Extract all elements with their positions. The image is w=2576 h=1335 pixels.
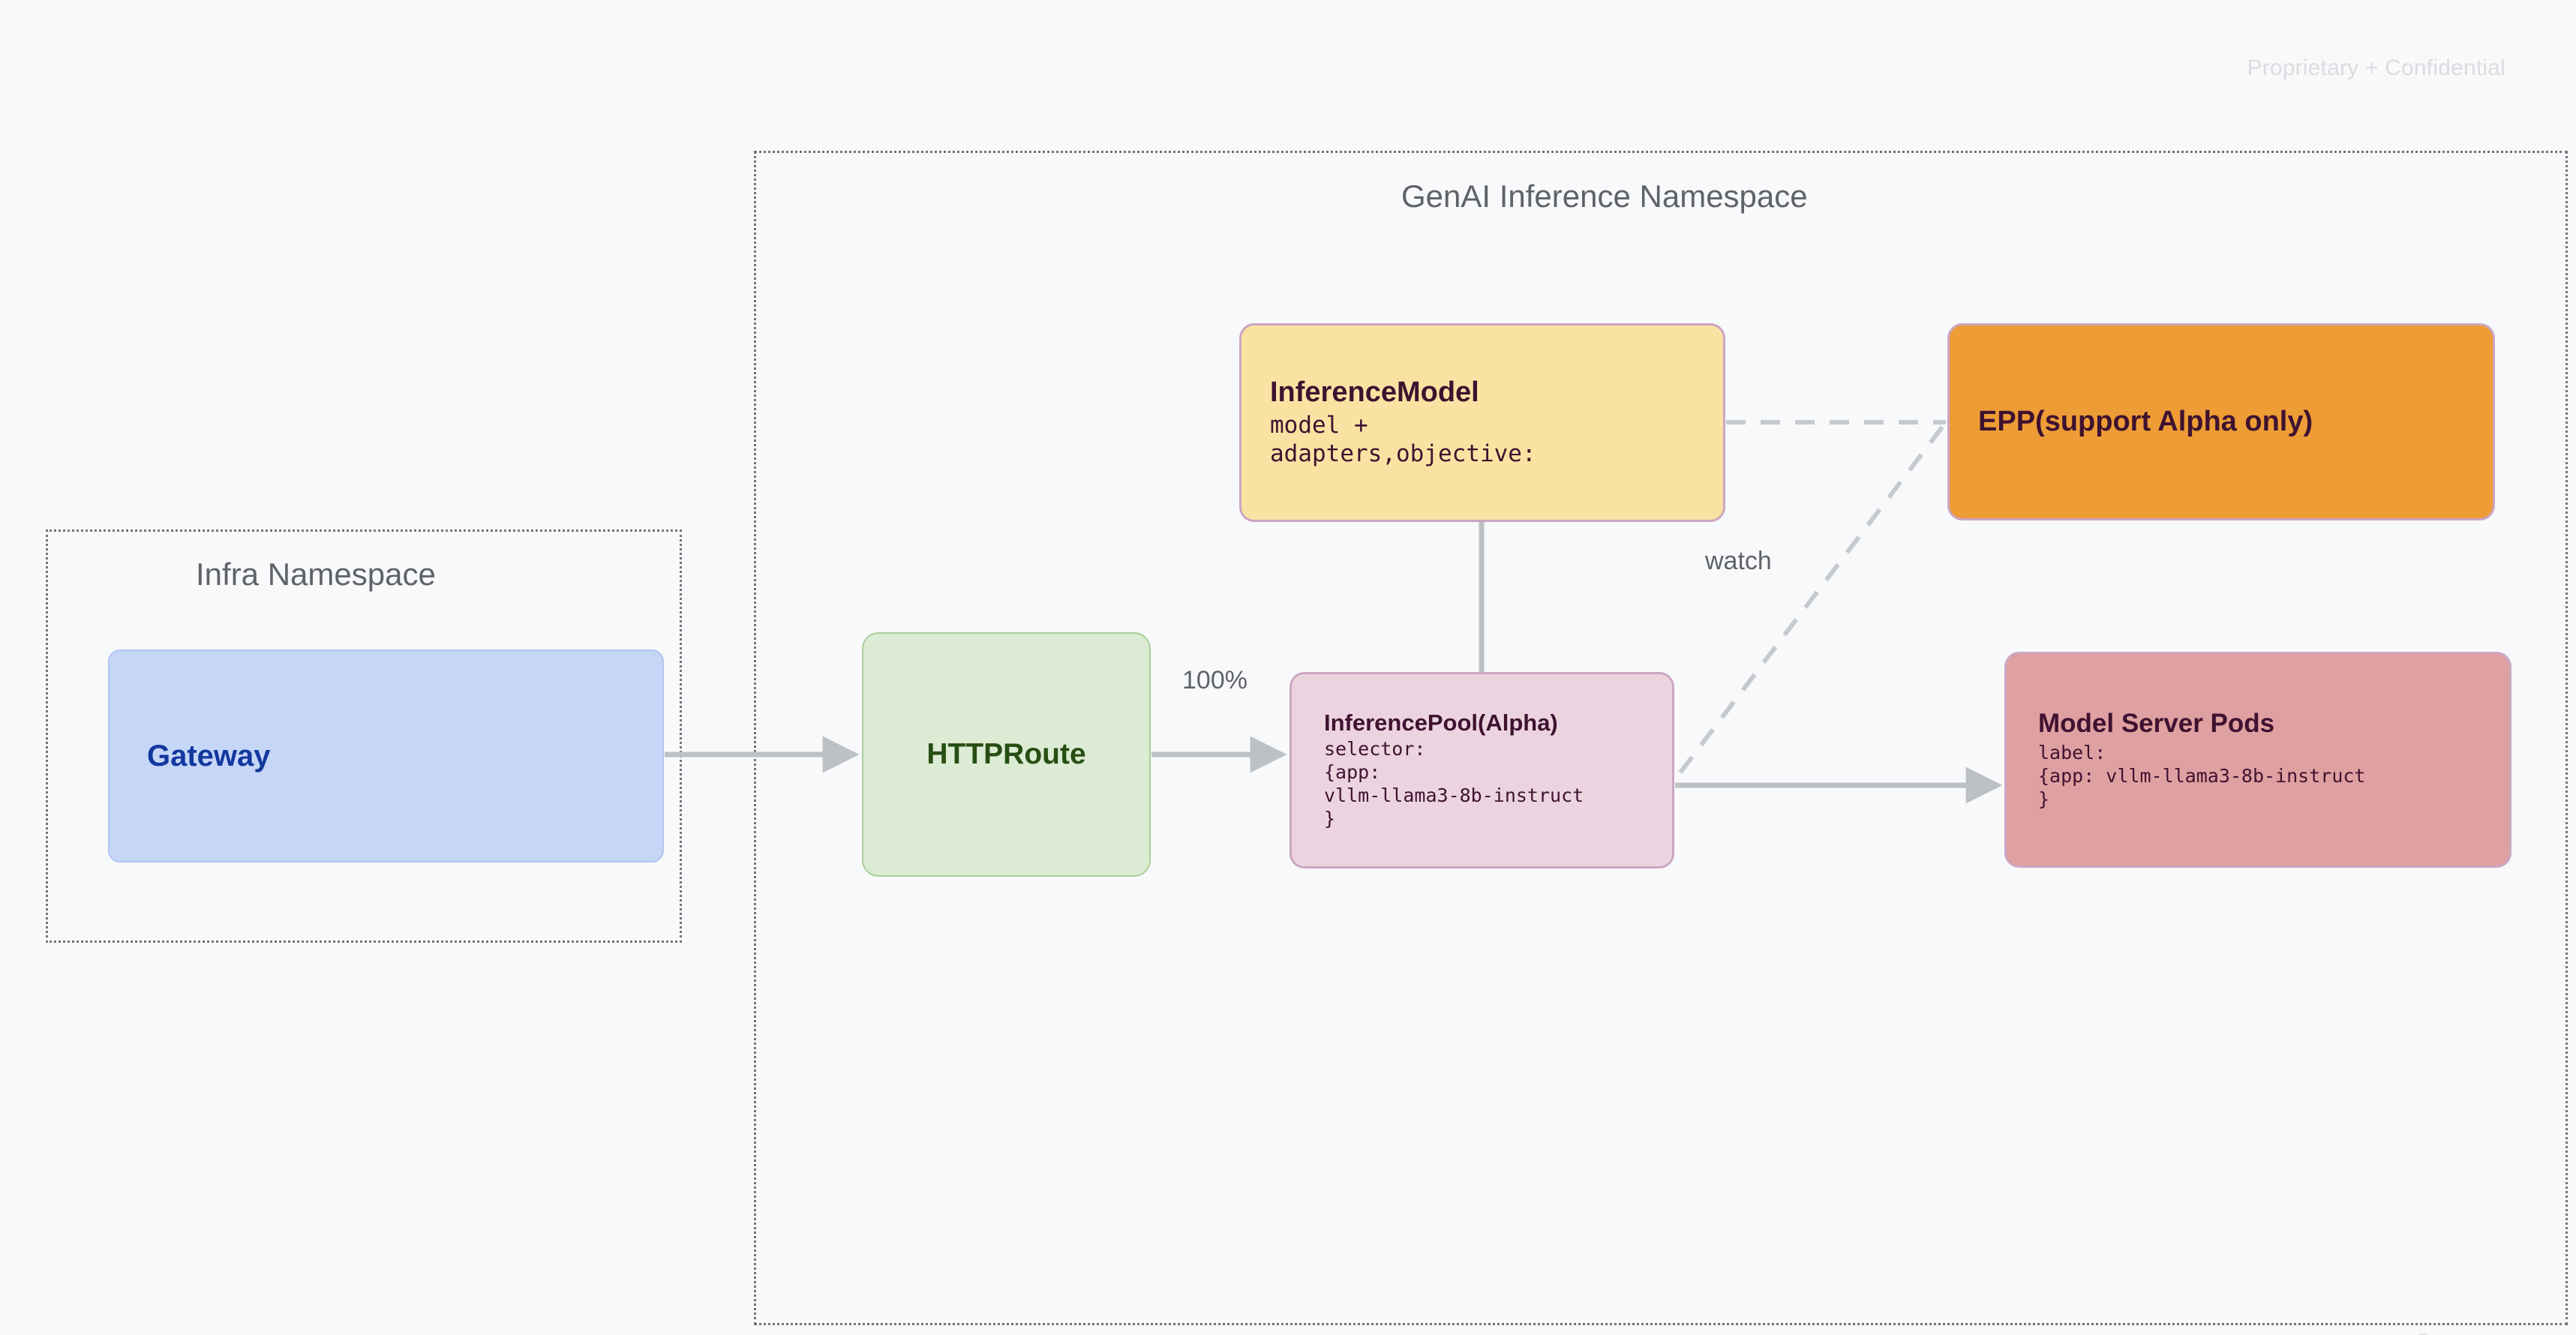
namespace-infra-title: Infra Namespace xyxy=(196,556,436,592)
node-epp-title: EPP(support Alpha only) xyxy=(1978,406,2313,438)
node-httproute-title: HTTPRoute xyxy=(926,738,1086,771)
namespace-infra xyxy=(46,530,682,943)
node-inferencemodel-title: InferenceModel xyxy=(1270,376,1479,409)
node-gateway-title: Gateway xyxy=(147,739,271,772)
node-inferencemodel[interactable]: InferenceModel model + adapters,objectiv… xyxy=(1239,323,1725,522)
footer-logo-clipped xyxy=(2405,1328,2562,1335)
edge-label-traffic-weight: 100% xyxy=(1182,666,1247,694)
node-httproute[interactable]: HTTPRoute xyxy=(862,632,1151,877)
node-model-server-pods-title: Model Server Pods xyxy=(2038,709,2275,739)
node-inferencepool-spec: selector: {app: vllm-llama3-8b-instruct … xyxy=(1324,738,1584,830)
node-epp[interactable]: EPP(support Alpha only) xyxy=(1947,323,2495,520)
namespace-genai-inference xyxy=(754,151,2568,1325)
node-model-server-pods[interactable]: Model Server Pods label: {app: vllm-llam… xyxy=(2004,652,2511,868)
node-inferencepool[interactable]: InferencePool(Alpha) selector: {app: vll… xyxy=(1290,672,1674,868)
confidential-watermark: Proprietary + Confidential xyxy=(2247,56,2505,80)
namespace-genai-inference-title: GenAI Inference Namespace xyxy=(1401,178,1808,214)
node-gateway[interactable]: Gateway xyxy=(108,650,664,862)
edge-label-watch: watch xyxy=(1705,547,1772,575)
node-inferencemodel-spec: model + adapters,objective: xyxy=(1270,411,1536,468)
node-model-server-pods-spec: label: {app: vllm-llama3-8b-instruct } xyxy=(2038,741,2366,810)
node-inferencepool-title: InferencePool(Alpha) xyxy=(1324,709,1558,736)
